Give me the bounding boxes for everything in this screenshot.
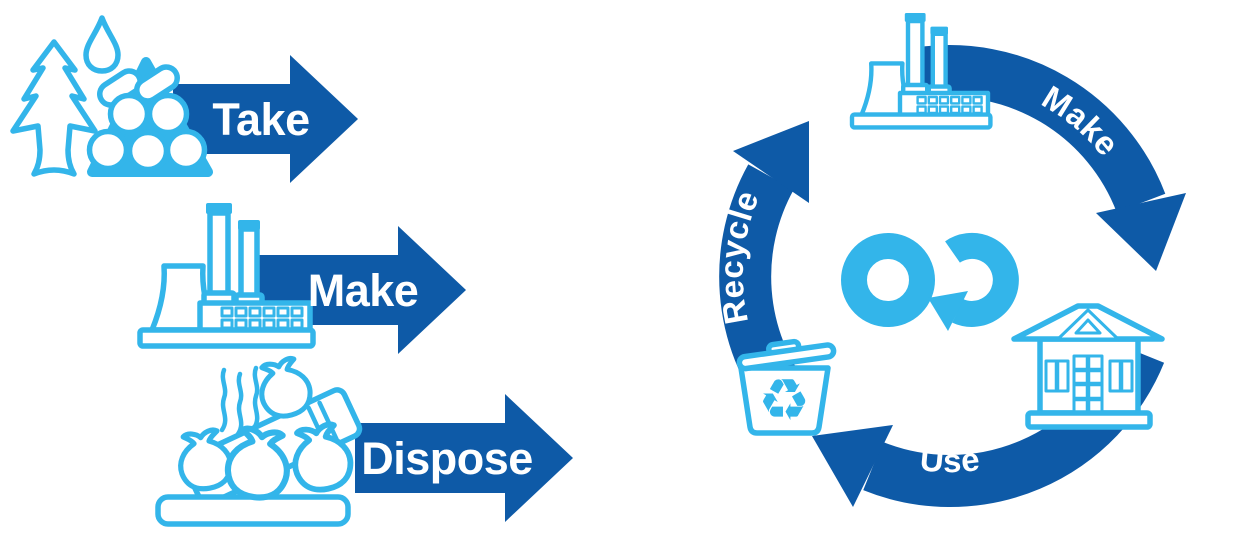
log-pile-icon [86,57,213,177]
circular-economy-section: Make Use Recycle [713,13,1186,507]
linear-step-dispose: Dispose [155,355,573,527]
infinity-arrowhead [928,291,968,331]
trash-bag-icon [175,428,234,493]
linear-economy-section: Take Make [10,15,573,527]
dispose-arrow [355,394,573,522]
make-label: Make [308,265,419,316]
infinity-loop-icon [841,232,1019,331]
take-label: Take [212,94,309,145]
waste-pile-icon [155,355,363,527]
water-drop-icon [83,15,121,74]
make-arc-arrowhead [1096,193,1186,271]
waste-mound [155,494,351,527]
natural-resources-icon [10,15,213,177]
pine-tree-icon [10,39,98,177]
take-arrow [173,55,358,183]
circular-use-label: Use [918,440,981,479]
recycling-symbol-icon: ♻ [758,366,810,434]
linear-step-take: Take [10,15,358,183]
linear-step-make: Make [140,203,466,354]
dispose-label: Dispose [361,433,533,484]
recycling-bin-icon: ♻ [736,338,837,436]
use-arc-arrowhead [812,425,893,507]
circular-make-arc [917,45,1186,271]
house-icon [1011,303,1165,430]
recycle-arc-arrowhead [733,121,809,203]
smell-waves-icon [219,365,260,437]
